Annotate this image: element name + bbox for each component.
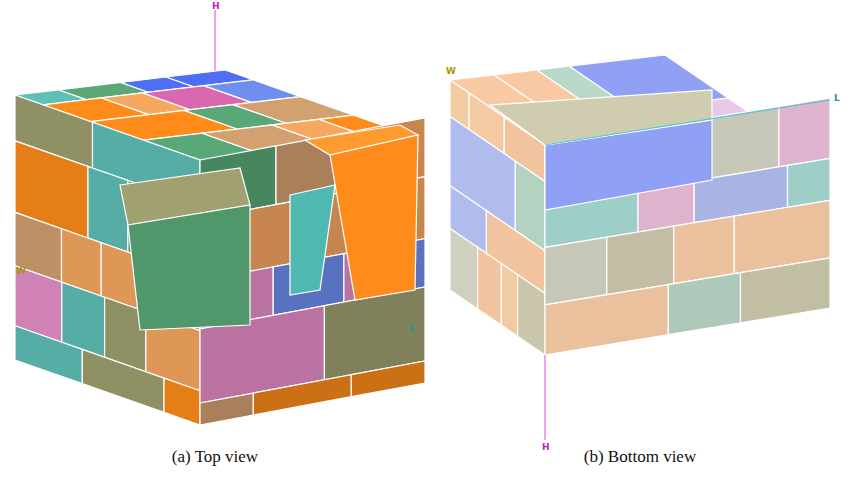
packed-box-face (501, 264, 517, 337)
subfigure-caption: (b) Bottom view (584, 447, 696, 467)
packed-box-face (668, 273, 740, 335)
packed-box-face (351, 361, 425, 397)
packed-box-face (788, 158, 831, 207)
subfigure-caption: (a) Top view (172, 447, 258, 467)
axis-label: H (212, 1, 220, 11)
packed-box-face (200, 393, 253, 425)
packed-box-face (741, 258, 831, 323)
packed-box-face (450, 229, 478, 309)
packed-box-face (779, 98, 830, 167)
packed-box-face (545, 285, 668, 355)
packed-box-face (545, 237, 607, 305)
packed-box-face (330, 135, 418, 300)
axis-label: W (446, 66, 456, 76)
packed-box-face (88, 167, 128, 253)
axis-label: L (410, 324, 416, 334)
packed-box-face (478, 247, 502, 325)
packed-box-face (164, 378, 200, 425)
packed-box-face (607, 226, 674, 295)
packed-box-face (518, 275, 545, 355)
packed-box-face (674, 216, 735, 284)
axis-line (545, 100, 830, 145)
packed-box-face (253, 375, 351, 415)
packed-box-face (290, 185, 335, 295)
packed-box-face (82, 349, 164, 412)
axis-line (215, 10, 216, 80)
packed-box-face (15, 212, 62, 282)
axis-line (545, 355, 546, 440)
axis-label: W (16, 266, 26, 276)
axis-label: L (834, 93, 840, 103)
packed-box-face (15, 326, 82, 384)
axis-label: H (542, 442, 550, 452)
packed-box-face (490, 90, 712, 145)
packed-box-face (128, 205, 250, 330)
